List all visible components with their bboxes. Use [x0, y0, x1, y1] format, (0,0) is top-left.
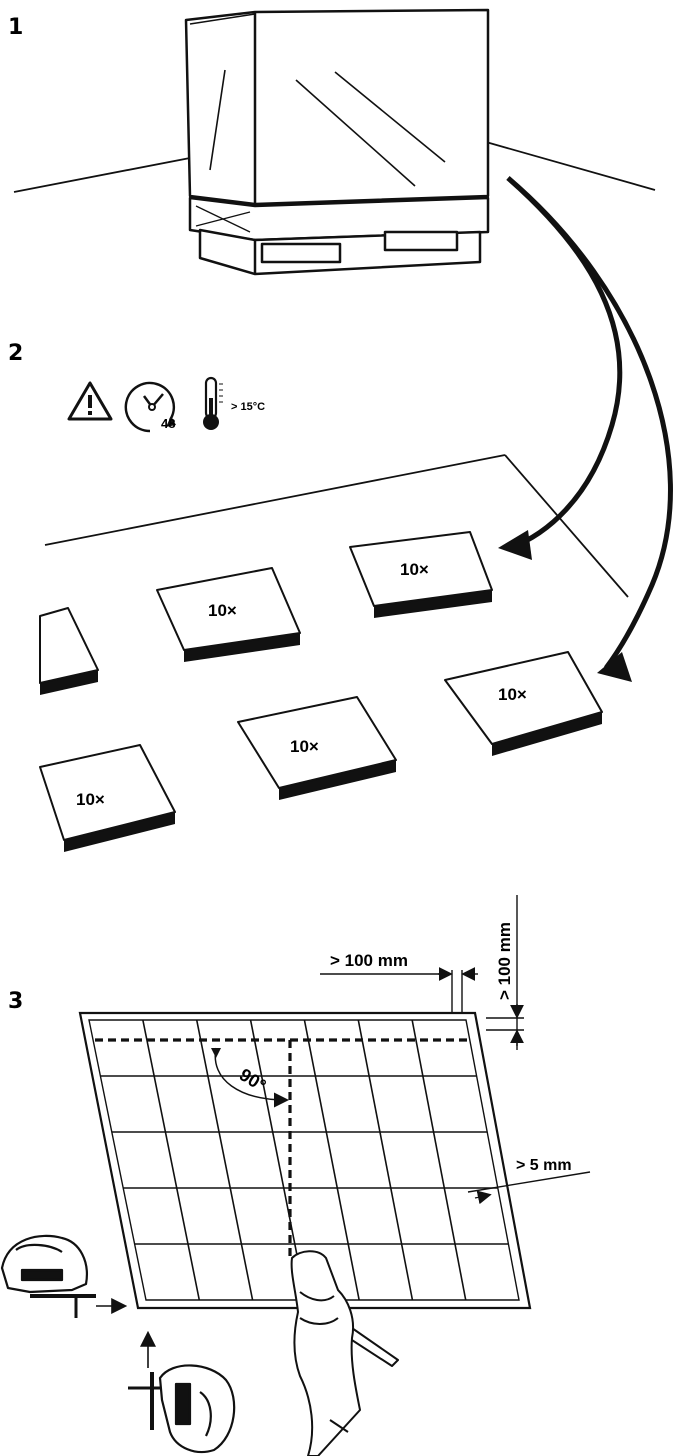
pack-quantity-label: 10×: [208, 601, 237, 620]
clearance-horizontal-label: > 100 mm: [330, 951, 408, 970]
step-3-number: 3: [8, 989, 23, 1014]
thermometer-icon: [203, 376, 223, 430]
jigsaw-icon: [0, 1234, 128, 1318]
grid-line: [195, 1019, 254, 1301]
floor-packs: 10× 10× 10× 10× 10×: [39, 531, 603, 852]
floor-pack: [39, 607, 99, 684]
grid-line: [303, 1019, 360, 1301]
floor-pack: [349, 531, 493, 607]
pack-quantity-label: 10×: [498, 685, 527, 704]
grid-line: [357, 1019, 414, 1301]
expansion-gap-label: > 5 mm: [516, 1157, 572, 1174]
hand-with-pencil-icon: [290, 1250, 399, 1456]
floor-pack: [156, 567, 301, 651]
floor-sheet: [78, 1011, 532, 1310]
warning-triangle-icon: [67, 381, 113, 421]
floor-pack: [444, 651, 603, 745]
pack-side: [40, 670, 98, 695]
floor-pack: [39, 744, 176, 841]
right-angle-marker: [211, 1047, 289, 1108]
grid-line: [142, 1019, 201, 1301]
floor-lines: [13, 141, 656, 193]
pack-quantity-label: 10×: [290, 737, 319, 756]
clearance-vertical-label: > 100 mm: [495, 922, 514, 1000]
step-1-number: 1: [8, 15, 23, 40]
clock-icon: 48: [124, 381, 176, 433]
pack-quantity-label: 10×: [76, 790, 105, 809]
dimension-gap: [467, 1171, 591, 1205]
grid-line: [411, 1019, 467, 1301]
dimension-horizontal: [320, 967, 478, 1012]
pack-side: [184, 633, 300, 662]
step-2-number: 2: [8, 341, 23, 366]
floor-outline: [44, 454, 629, 598]
clock-hours-label: 48: [161, 416, 175, 431]
pack-side: [64, 812, 175, 852]
temperature-label: > 15°C: [231, 401, 265, 413]
dimension-vertical: [486, 895, 524, 1050]
pack-side: [279, 760, 396, 800]
pack-side: [492, 712, 602, 756]
wrapped-pallet: [184, 8, 490, 276]
floor-pack: [237, 696, 397, 789]
jigsaw-icon: [128, 1330, 236, 1454]
pack-quantity-label: 10×: [400, 560, 429, 579]
acclimatise-arrows: [498, 176, 673, 682]
pack-side: [374, 590, 492, 618]
